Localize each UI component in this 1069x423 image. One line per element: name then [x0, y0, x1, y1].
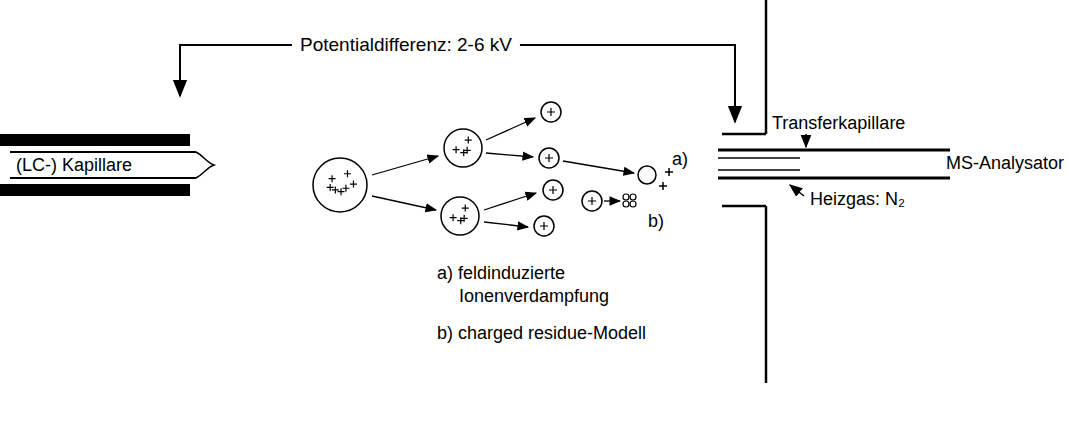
lc-capillary: [0, 134, 214, 196]
gas-label: Heizgas: N₂: [810, 188, 905, 211]
capillary-label: (LC-) Kapillare: [14, 155, 134, 176]
legend-note: b) charged residue-Modell: [437, 322, 669, 345]
charged-residue: [623, 194, 636, 207]
part-label: MS-Analysator: [946, 152, 1064, 175]
potential-label: Potentialdifferenz: 2-6 kV: [300, 33, 512, 57]
case-marker: b): [648, 210, 664, 233]
droplet-arrows: [372, 118, 634, 227]
droplet-charges: [327, 108, 596, 230]
legend-note: a) feldinduzierte Ionenverdampfung: [437, 262, 669, 307]
droplets: [313, 102, 656, 236]
ms-inlet: [718, 0, 950, 383]
case-marker: a): [672, 148, 688, 171]
capillary-name: (LC-) Kapillare: [14, 155, 134, 175]
potential-leaders: [180, 45, 735, 122]
part-label: Transferkapillare: [772, 112, 905, 135]
ion-charges: [659, 168, 673, 190]
